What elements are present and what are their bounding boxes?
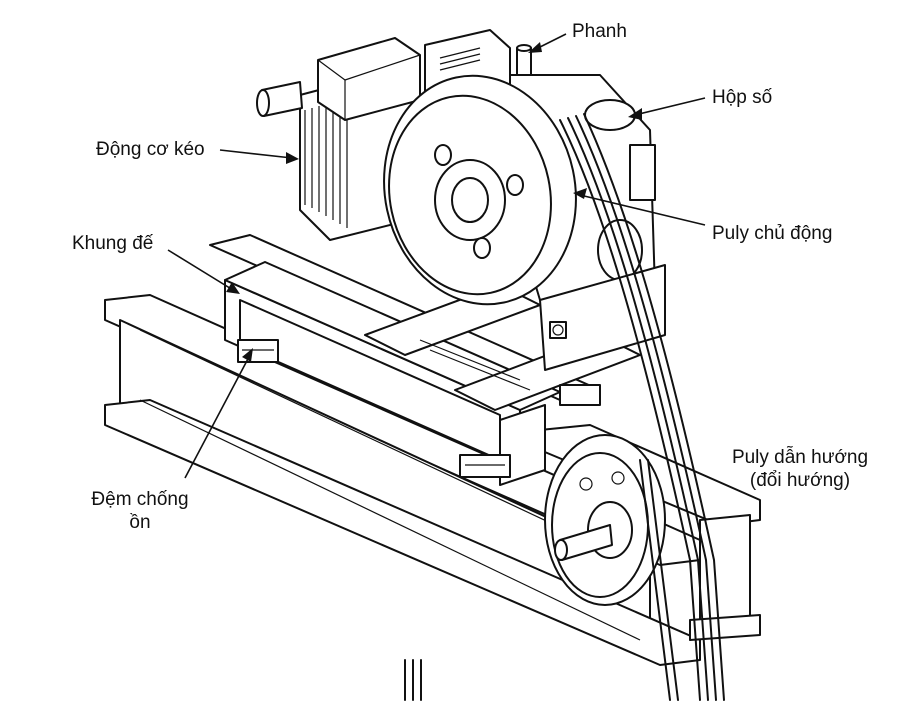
label-deflector-sheave: Puly dẫn hướng (đổi hướng) (720, 446, 880, 492)
deflector-sheave (544, 434, 666, 606)
label-base-frame: Khung đế (72, 233, 154, 254)
label-brake: Phanh (572, 21, 627, 42)
label-gearbox: Hộp số (712, 87, 773, 108)
label-motor: Động cơ kéo (96, 139, 205, 160)
leader-lines (167, 33, 706, 479)
label-drive-sheave: Puly chủ động (712, 223, 833, 244)
label-deflector-line2: (đổi hướng) (749, 470, 851, 491)
label-damper-line2: ồn (129, 512, 151, 533)
hoist-ropes (404, 113, 725, 701)
damper-pads (237, 339, 601, 478)
label-deflector-line1: Puly dẫn hướng (731, 447, 869, 468)
label-damper: Đệm chống ồn (70, 488, 210, 534)
drive-sheave (383, 74, 577, 306)
label-damper-line1: Đệm chống (91, 489, 189, 510)
